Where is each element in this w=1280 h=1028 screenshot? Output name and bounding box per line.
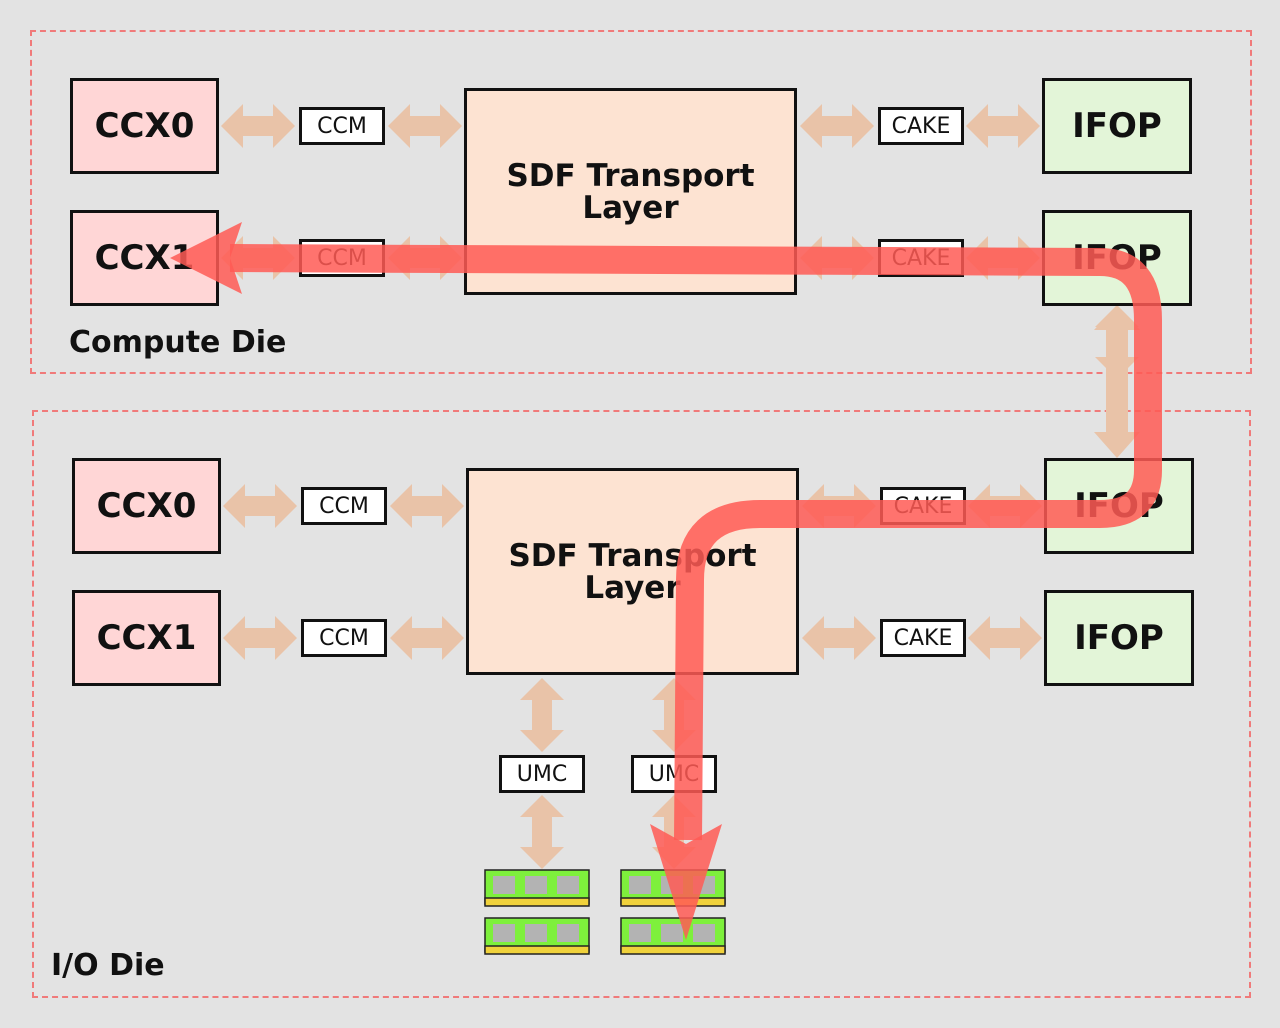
io-ccx1: CCX1 bbox=[72, 590, 221, 686]
io-ifop1: IFOP bbox=[1044, 590, 1194, 686]
io-cake1: CAKE bbox=[880, 619, 966, 657]
compute-sdf-transport-layer: SDF Transport Layer bbox=[464, 88, 797, 295]
io-ccx0: CCX0 bbox=[72, 458, 221, 554]
compute-cake0: CAKE bbox=[878, 107, 964, 145]
compute-ifop1: IFOP bbox=[1042, 210, 1192, 306]
io-ccm0: CCM bbox=[301, 487, 387, 525]
compute-cake1: CAKE bbox=[878, 239, 964, 277]
io-umc1: UMC bbox=[631, 755, 717, 793]
io-ifop0: IFOP bbox=[1044, 458, 1194, 554]
compute-ifop0: IFOP bbox=[1042, 78, 1192, 174]
compute-ccx0: CCX0 bbox=[70, 78, 219, 174]
io-ccm1: CCM bbox=[301, 619, 387, 657]
compute-ccm1: CCM bbox=[299, 239, 385, 277]
io-die-label: I/O Die bbox=[51, 948, 165, 983]
compute-ccx1: CCX1 bbox=[70, 210, 219, 306]
compute-ccm0: CCM bbox=[299, 107, 385, 145]
compute-die-label: Compute Die bbox=[69, 325, 287, 360]
io-sdf-transport-layer: SDF Transport Layer bbox=[466, 468, 799, 675]
io-cake0: CAKE bbox=[880, 487, 966, 525]
io-umc0: UMC bbox=[499, 755, 585, 793]
